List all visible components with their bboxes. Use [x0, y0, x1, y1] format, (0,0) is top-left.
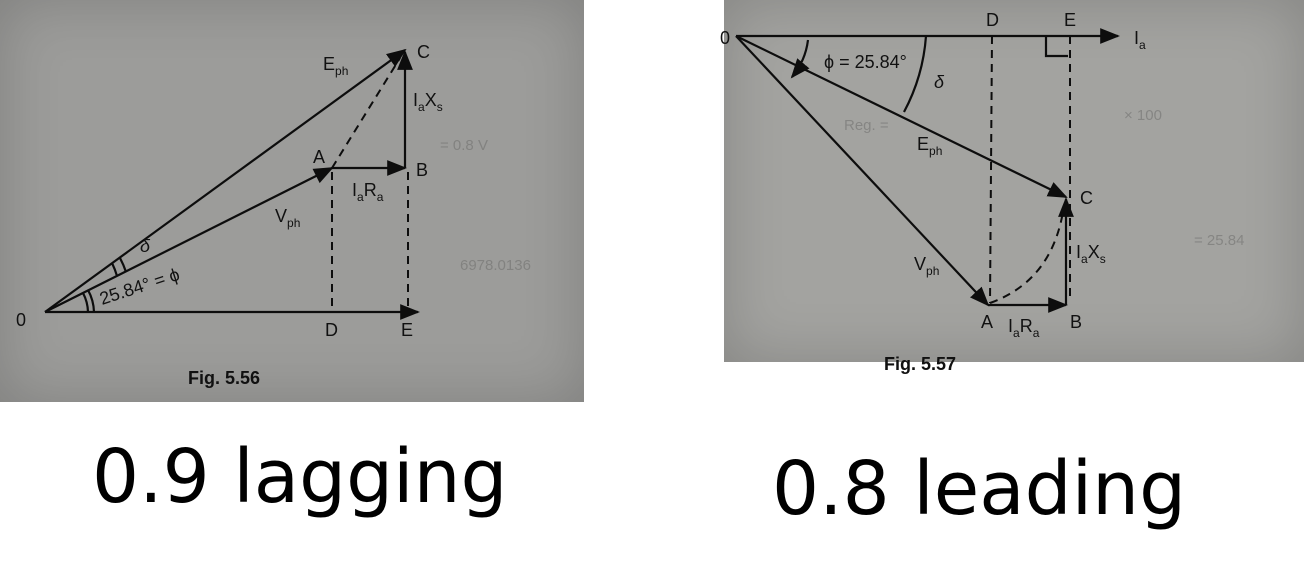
point-e-label: E — [1064, 10, 1076, 30]
ia-label: Ia — [1134, 28, 1146, 52]
background-text: = 25.84 — [1194, 232, 1244, 249]
eph-label: Eph — [323, 54, 348, 78]
delta-label: δ — [934, 72, 945, 92]
delta-angle-arc — [903, 35, 928, 113]
figure-label: Fig. 5.56 — [188, 368, 260, 388]
point-c-label: C — [1080, 188, 1093, 208]
iara-label: IaRa — [1008, 316, 1040, 340]
a-to-c-dashed-curve — [989, 204, 1065, 304]
phi-angle-arc — [82, 292, 90, 313]
iaxs-label: IaXs — [413, 90, 443, 114]
iara-label: IaRa — [352, 180, 384, 204]
eph-phasor-line — [44, 48, 407, 313]
lagging-phasor-diagram: = 0.8 V 6978.0136 0 C A B D E Eph Vph Ia… — [16, 42, 531, 388]
background-text: Reg. = — [844, 117, 889, 134]
phi-angle-label: ϕ = 25.84° — [824, 52, 907, 72]
phi-angle-arc — [87, 289, 96, 313]
vph-label: Vph — [275, 206, 300, 230]
leading-phasor-diagram: Reg. = × 100 = 25.84 0 D E C A B Ia ϕ = … — [720, 10, 1244, 374]
iaxs-label: IaXs — [1076, 242, 1106, 266]
vph-label: Vph — [914, 254, 939, 278]
vph-phasor-line — [735, 35, 990, 307]
delta-angle-arc — [111, 262, 119, 277]
eph-label: Eph — [917, 134, 942, 158]
point-d-label: D — [325, 320, 338, 340]
figure-label: Fig. 5.57 — [884, 354, 956, 374]
point-d-label: D — [986, 10, 999, 30]
point-a-label: A — [981, 312, 993, 332]
d-dashed-line — [989, 35, 993, 304]
phi-angle-arc — [790, 39, 810, 79]
caption-lagging: 0.9 lagging — [92, 434, 508, 520]
vph-phasor-line — [44, 167, 334, 313]
delta-label: δ — [140, 236, 151, 256]
phi-angle-label: 25.84° = ϕ — [97, 264, 182, 309]
leading-phasor-diagram-photo: Reg. = × 100 = 25.84 0 D E C A B Ia ϕ = … — [720, 0, 1304, 374]
point-b-label: B — [1070, 312, 1082, 332]
point-e-label: E — [401, 320, 413, 340]
point-o-label: 0 — [16, 310, 26, 330]
point-a-label: A — [313, 147, 325, 167]
background-text: × 100 — [1124, 107, 1162, 124]
right-angle-marker — [1044, 36, 1068, 58]
point-c-label: C — [417, 42, 430, 62]
point-o-label: 0 — [720, 28, 730, 48]
a-to-c-dashed-line — [331, 57, 401, 169]
delta-angle-arc — [119, 257, 128, 273]
point-b-label: B — [416, 160, 428, 180]
background-text: 6978.0136 — [460, 257, 531, 274]
background-text: = 0.8 V — [440, 137, 488, 154]
caption-leading: 0.8 leading — [772, 446, 1187, 532]
lagging-phasor-diagram-photo: = 0.8 V 6978.0136 0 C A B D E Eph Vph Ia… — [0, 0, 584, 402]
